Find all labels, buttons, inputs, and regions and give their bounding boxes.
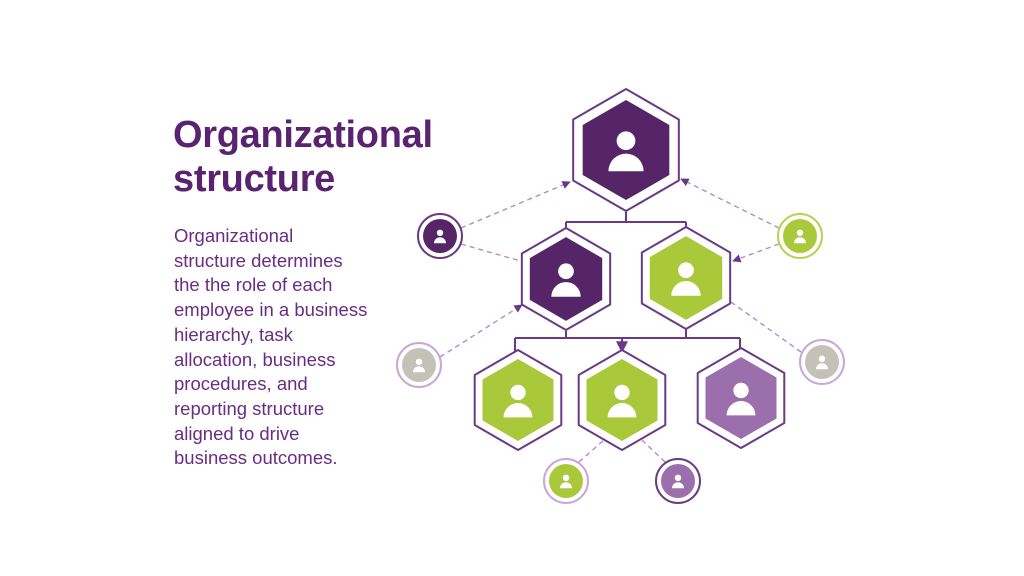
- description-line: reporting structure: [174, 397, 325, 419]
- person-body: [503, 402, 533, 418]
- person-head: [616, 131, 636, 151]
- person-icon-advisor-left: [417, 213, 463, 259]
- person-head: [674, 474, 682, 481]
- person-head: [733, 382, 749, 399]
- person-icon-manager-right: [640, 226, 732, 330]
- description-line: employee in a business: [174, 299, 368, 321]
- description-text: Organizational structure determines the …: [174, 224, 367, 471]
- dashed-connector: [641, 439, 666, 463]
- person-head: [678, 262, 694, 279]
- person-body: [671, 281, 701, 296]
- person-icon-top-executive: [572, 88, 680, 212]
- hierarchy-connector: [514, 329, 741, 354]
- person-head: [614, 384, 630, 401]
- slide-title: Organizational structure: [173, 113, 433, 201]
- person-icon-team-middle: [577, 349, 667, 451]
- person-head: [558, 263, 574, 280]
- person-body: [672, 482, 684, 489]
- person-icon-contributor-left: [396, 342, 442, 388]
- person-body: [726, 400, 756, 416]
- person-head: [415, 358, 423, 365]
- person-body: [551, 282, 581, 297]
- dashed-connector: [732, 243, 780, 263]
- person-head: [818, 355, 826, 362]
- person-body: [816, 363, 828, 370]
- description-line: the the role of each: [174, 274, 333, 296]
- person-body: [413, 366, 425, 373]
- person-icon-team-left: [473, 349, 563, 451]
- person-icon-member-purple: [655, 458, 701, 504]
- dashed-connector: [578, 439, 605, 463]
- person-icon-team-right: [696, 347, 786, 449]
- description-line: procedures, and: [174, 373, 308, 395]
- person-icon-contributor-right: [799, 339, 845, 385]
- person-body: [560, 482, 572, 489]
- description-line: allocation, business: [174, 348, 336, 370]
- dashed-connector: [439, 304, 523, 358]
- person-body: [608, 153, 644, 172]
- person-head: [562, 474, 570, 481]
- person-icon-advisor-right: [777, 213, 823, 259]
- circle-fill: [402, 348, 436, 382]
- person-icon-manager-left: [520, 227, 612, 331]
- person-icon-member-green: [543, 458, 589, 504]
- description-line: hierarchy, task: [174, 323, 293, 345]
- dashed-connector: [460, 181, 571, 229]
- title-line: Organizational: [173, 114, 433, 156]
- dashed-connector: [680, 178, 780, 229]
- person-body: [607, 402, 637, 418]
- person-body: [794, 237, 806, 244]
- circle-fill: [549, 464, 583, 498]
- circle-fill: [661, 464, 695, 498]
- person-head: [436, 229, 444, 236]
- dashed-connector: [460, 243, 525, 263]
- description-line: aligned to drive: [174, 422, 300, 444]
- person-body: [434, 237, 446, 244]
- person-head: [510, 384, 526, 401]
- circle-fill: [805, 345, 839, 379]
- dashed-connector: [730, 301, 802, 353]
- description-line: Organizational: [174, 225, 294, 246]
- title-line: structure: [173, 158, 336, 200]
- description-line: structure determines: [174, 249, 343, 271]
- description-line: business outcomes.: [174, 447, 338, 469]
- person-head: [796, 229, 804, 236]
- hierarchy-connector: [565, 212, 687, 229]
